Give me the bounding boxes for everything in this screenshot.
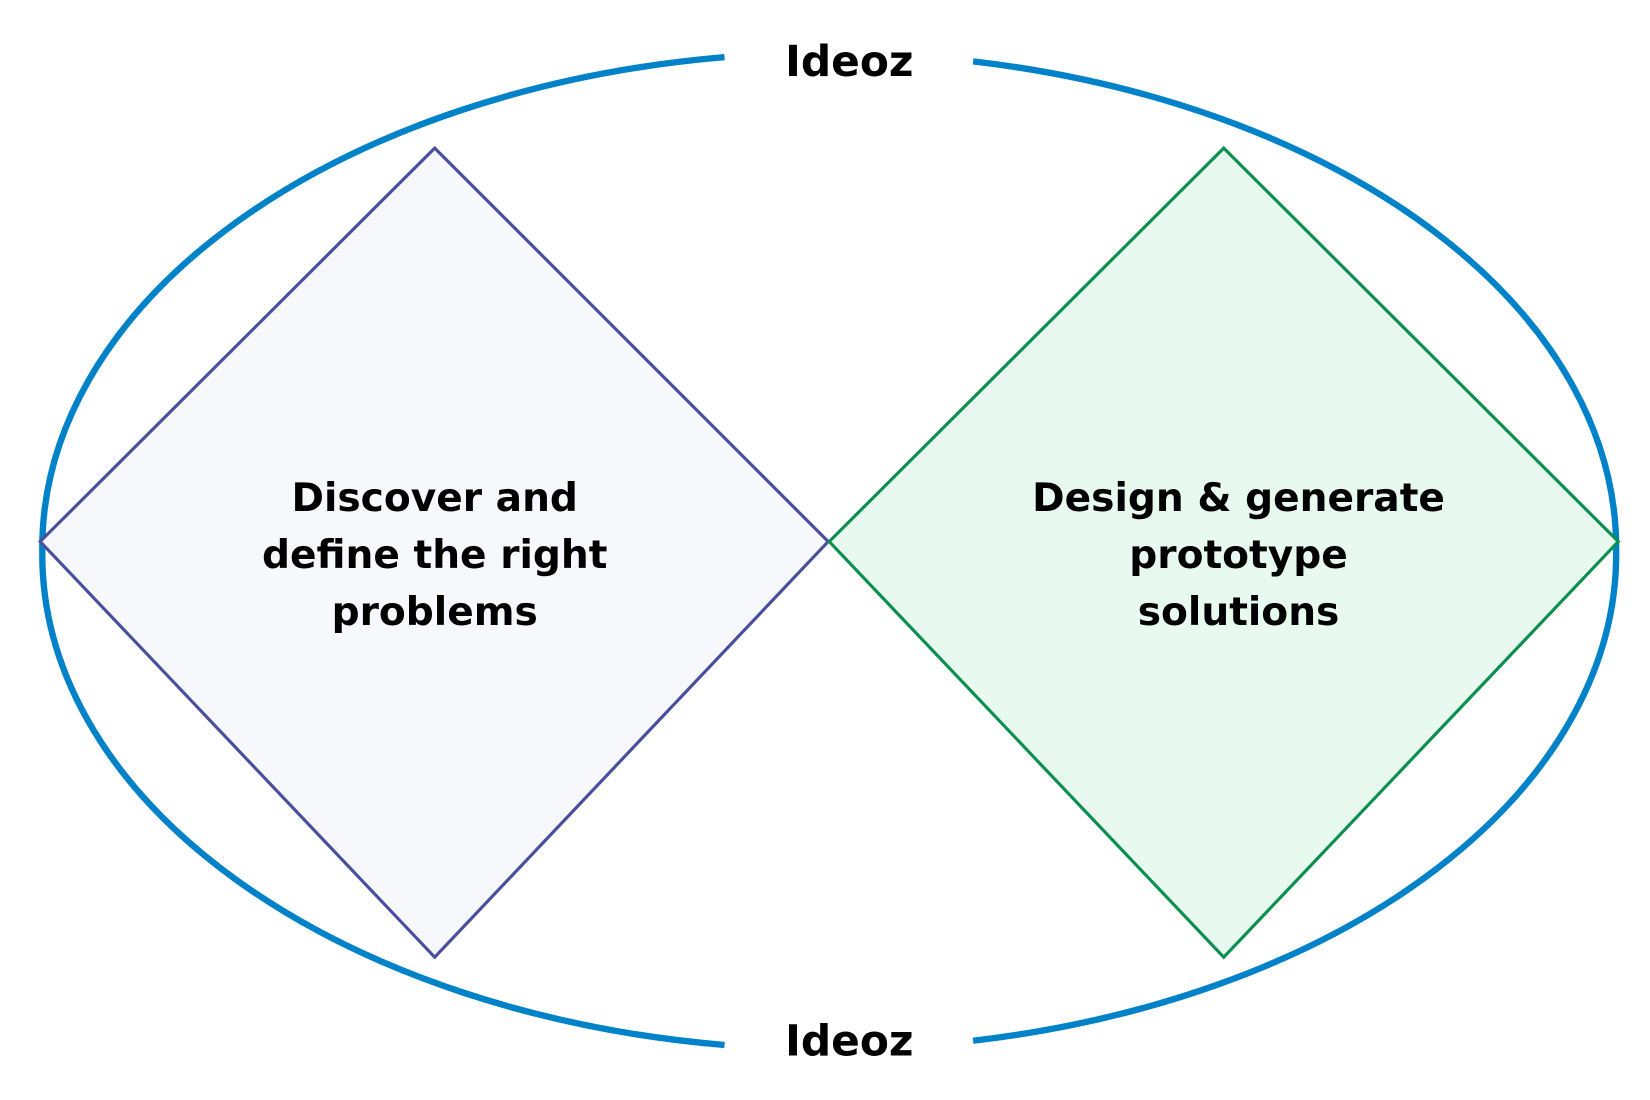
left-diamond <box>37 145 831 960</box>
outer-ellipse-top-arc <box>39 53 725 1049</box>
right-diamond-line-1: Design & generate <box>1032 476 1445 521</box>
right-diamond-line-3: solutions <box>1138 590 1340 635</box>
left-diamond-line-1: Discover and <box>291 476 577 521</box>
left-diamond-line-3: problems <box>332 590 538 635</box>
outer-ellipse-right-arc <box>972 58 1620 1044</box>
top-label: Ideoz <box>785 37 913 86</box>
right-diamond <box>827 145 1621 960</box>
left-diamond-line-2: define the right <box>262 533 608 578</box>
bottom-label: Ideoz <box>785 1017 913 1066</box>
right-diamond-line-2: prototype <box>1129 533 1348 578</box>
